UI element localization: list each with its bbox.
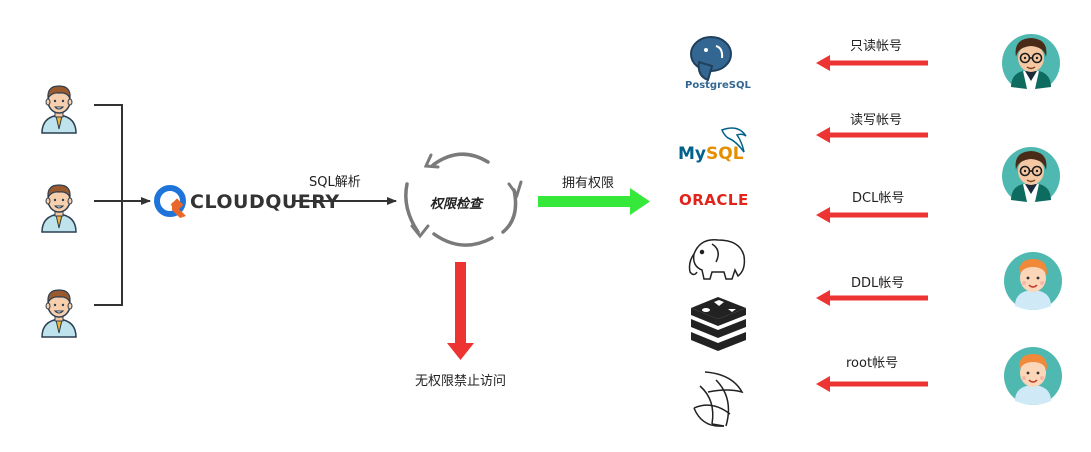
avatar-ddl [1003, 251, 1063, 311]
mysql-label-my: My [678, 144, 706, 164]
account-row-readwrite: 读写帐号 [816, 113, 928, 143]
account-label-readonly: 只读帐号 [850, 39, 902, 54]
permission-check-label: 权限检查 [430, 196, 484, 212]
hadoop-logo [688, 239, 746, 280]
avatar-root [1003, 346, 1063, 406]
cloudquery-logo-icon [154, 185, 186, 218]
mysql-dolphin-icon [721, 127, 747, 153]
sql-parse-label: SQL解析 [309, 175, 361, 190]
hadoop-elephant-icon [688, 239, 746, 280]
sqlserver-logo-icon [693, 371, 744, 427]
avatar-readwrite [1001, 146, 1061, 206]
mysql-logo: My SQL [678, 127, 747, 164]
account-label-readwrite: 读写帐号 [850, 113, 902, 128]
account-row-readonly: 只读帐号 [816, 39, 928, 71]
avatar-readonly [1001, 33, 1061, 93]
redis-stack-icon [691, 297, 746, 351]
oracle-logo: ORACLE [679, 191, 749, 209]
postgresql-label: PostgreSQL [685, 80, 752, 91]
postgresql-elephant-icon [690, 36, 732, 82]
cloudquery-logo: CLOUDQUERY [154, 185, 340, 218]
users-bracket-connector [94, 104, 123, 306]
account-row-root: root帐号 [816, 356, 928, 392]
granted-arrow [538, 188, 650, 215]
cloudquery-logo-text: CLOUDQUERY [190, 191, 340, 213]
denied-label: 无权限禁止访问 [415, 373, 506, 389]
account-label-dcl: DCL帐号 [852, 191, 904, 206]
user-icon-2 [41, 184, 77, 233]
oracle-label: ORACLE [679, 191, 749, 209]
user-icon-1 [41, 85, 77, 134]
granted-label: 拥有权限 [562, 175, 614, 191]
denied-arrow [447, 262, 474, 360]
account-row-ddl: DDL帐号 [816, 276, 928, 306]
sqlserver-logo [693, 371, 744, 427]
user-icon-3 [41, 289, 77, 338]
mysql-label-sql: SQL [706, 144, 744, 164]
permission-check-cycle-icon [404, 152, 523, 247]
account-label-ddl: DDL帐号 [851, 276, 904, 291]
redis-logo [691, 297, 746, 351]
account-label-root: root帐号 [846, 356, 898, 371]
account-row-dcl: DCL帐号 [816, 191, 928, 223]
postgresql-logo: PostgreSQL [685, 36, 752, 91]
